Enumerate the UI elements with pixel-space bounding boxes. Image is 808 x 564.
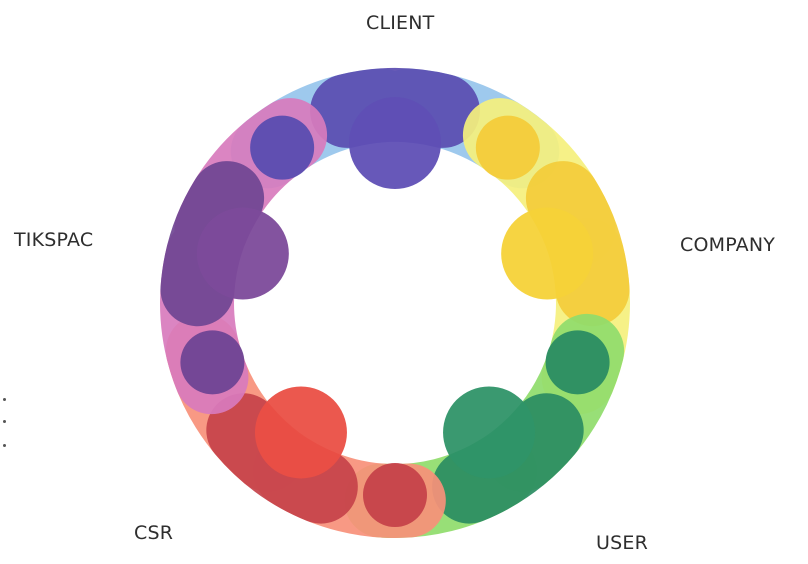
scan-artifact — [3, 420, 6, 423]
client-head — [349, 97, 441, 189]
company-handshake — [545, 330, 610, 395]
ring-segments — [160, 68, 630, 538]
tikspac-handshake — [250, 115, 315, 180]
user-handshake — [363, 463, 427, 527]
csr-head — [254, 386, 347, 479]
company-head — [501, 207, 594, 300]
label-company: COMPANY — [680, 234, 776, 256]
user-head — [443, 386, 536, 479]
label-client: CLIENT — [366, 12, 435, 34]
tikspac-head — [196, 207, 289, 300]
csr-handshake — [180, 330, 245, 395]
client-handshake — [475, 115, 540, 180]
label-user: USER — [596, 532, 648, 554]
scan-artifact — [3, 398, 6, 401]
scan-artifact — [3, 444, 6, 447]
label-csr: CSR — [134, 522, 174, 544]
label-tikspac: TIKSPAC — [14, 229, 94, 251]
